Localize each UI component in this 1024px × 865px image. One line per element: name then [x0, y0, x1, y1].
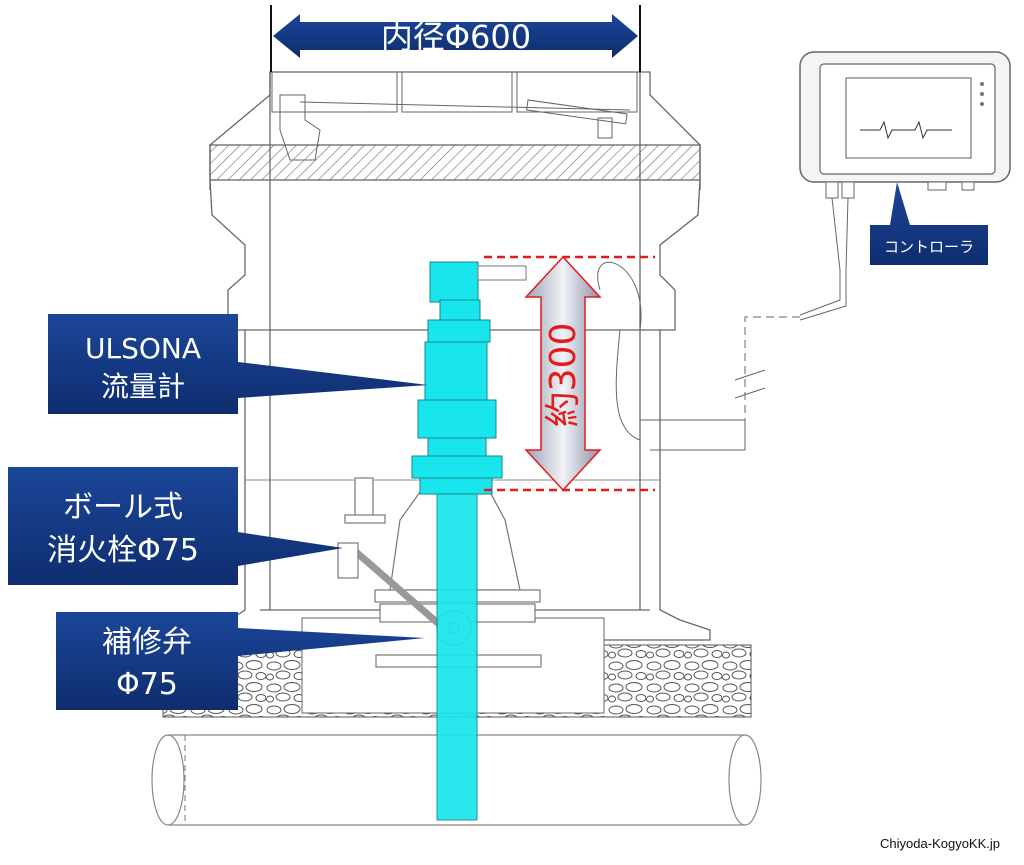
height-dimension-lines — [484, 255, 655, 492]
ulsona-flowmeter — [411, 261, 527, 821]
callout-controller: コントローラ — [870, 182, 988, 265]
callout-hydrant: ボール式 消火栓Φ75 — [8, 467, 343, 585]
hydrant-label-line1: ボール式 — [63, 490, 183, 525]
flowmeter-label-line1: ULSONA — [85, 332, 201, 365]
site-credit: Chiyoda-KogyoKK.jp — [880, 836, 1000, 851]
height-label: 約300 — [543, 323, 584, 428]
controller-device — [744, 51, 1011, 420]
flowmeter-label-line2: 流量計 — [101, 370, 185, 403]
valve-label-line1: 補修弁 — [102, 625, 192, 660]
callout-flowmeter: ULSONA 流量計 — [48, 314, 428, 414]
height-arrow: 約300 — [524, 255, 602, 492]
hydrant-label-line2: 消火栓Φ75 — [47, 533, 199, 568]
valve-label-line2: Φ75 — [116, 667, 178, 702]
diameter-label: 内径Φ600 — [381, 18, 531, 56]
controller-label: コントローラ — [884, 238, 974, 256]
callout-valve: 補修弁 Φ75 — [56, 612, 425, 710]
diameter-dimension: 内径Φ600 — [270, 5, 641, 72]
pit-body — [209, 71, 766, 641]
